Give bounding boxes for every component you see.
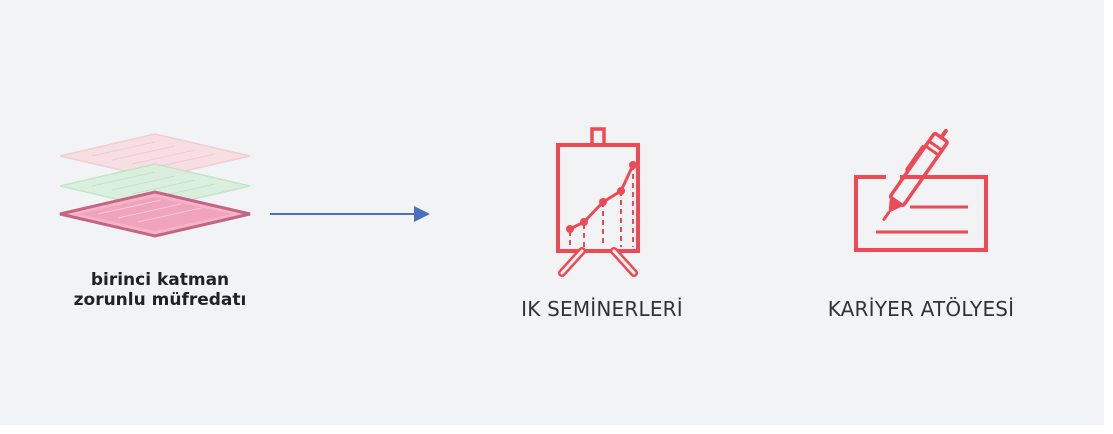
first-layer-label-line2: zorunlu müfredatı — [73, 290, 247, 310]
first-layer-label: birinci katman zorunlu müfredatı — [40, 270, 280, 310]
first-layer-label-line1: birinci katman — [90, 270, 230, 290]
presentation-chart-icon — [556, 127, 640, 277]
pen-writing-icon — [854, 128, 988, 252]
arrow-right-icon — [270, 206, 430, 222]
stacked-layers-icon — [59, 133, 251, 238]
career-workshop-label: KARİYER ATÖLYESİ — [827, 297, 1015, 321]
diagram-panel: birinci katman zorunlu müfredatı — [0, 0, 1104, 425]
ik-seminars-label: IK SEMİNERLERİ — [521, 297, 683, 321]
